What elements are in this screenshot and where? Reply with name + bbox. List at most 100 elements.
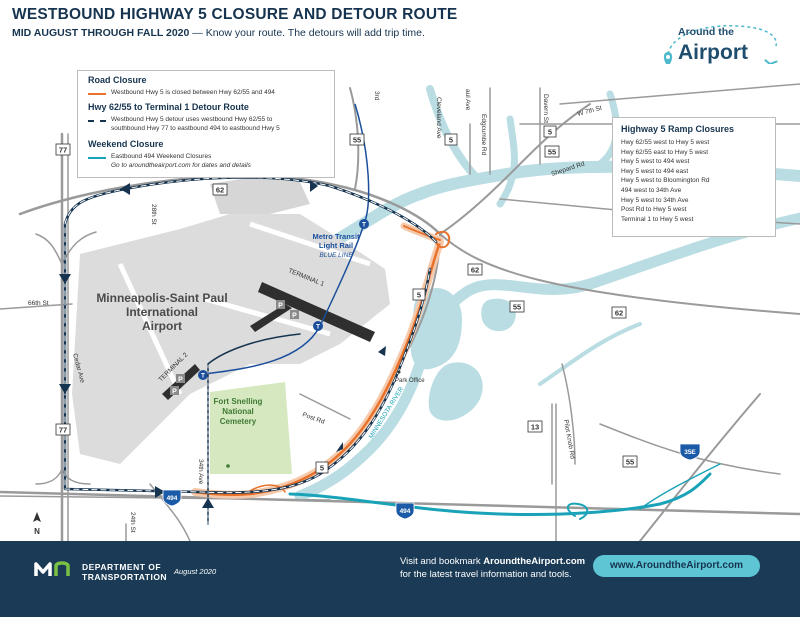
- direction-arrow-icon: [155, 486, 165, 498]
- svg-text:55: 55: [548, 148, 556, 157]
- ramp-closures-heading: Highway 5 Ramp Closures: [621, 124, 735, 134]
- hwy-77-shield: 77: [55, 143, 71, 156]
- list-item: Hwy 62/55 east to Hwy 5 west: [621, 148, 709, 156]
- svg-text:P: P: [278, 303, 283, 310]
- svg-text:55: 55: [353, 136, 361, 145]
- hwy-62-shield: 62: [212, 183, 228, 196]
- i-494-shield: 494: [162, 489, 182, 507]
- weekend-closure-494: [288, 463, 721, 520]
- cemetery-label: National: [222, 407, 254, 416]
- hwy-77-shield: 77: [55, 423, 71, 436]
- svg-text:T: T: [316, 324, 320, 331]
- hwy-55-shield: 55: [544, 145, 560, 158]
- logo-line1: Around the: [678, 26, 734, 38]
- svg-text:5: 5: [417, 291, 421, 300]
- light-rail-label: Light Rail: [319, 241, 353, 250]
- legend-road-closure-text: Westbound Hwy 5 is closed between Hwy 62…: [111, 89, 275, 96]
- ramp-closures-list: Hwy 62/55 west to Hwy 5 west Hwy 62/55 e…: [621, 138, 710, 224]
- direction-arrow-icon: [336, 442, 343, 452]
- svg-text:62: 62: [615, 309, 623, 318]
- svg-text:5: 5: [548, 128, 552, 137]
- park-office-marker: [397, 370, 401, 374]
- direction-arrow-icon: [120, 183, 130, 195]
- terminal-1-building: P P: [250, 282, 375, 342]
- 34th-ave-label: 34th Ave: [197, 459, 204, 485]
- cemetery-label: Cemetery: [220, 417, 257, 426]
- visit-site: AroundtheAirport.com: [483, 556, 586, 567]
- publish-date: August 2020: [174, 567, 217, 576]
- legend-weekend-heading: Weekend Closure: [88, 139, 164, 149]
- ramp-closures-box: Highway 5 Ramp Closures Hwy 62/55 west t…: [612, 117, 776, 237]
- website-button[interactable]: www.AroundtheAirport.com: [593, 555, 760, 577]
- hwy-13-shield: 13: [527, 420, 543, 433]
- legend-detour-heading: Hwy 62/55 to Terminal 1 Detour Route: [88, 102, 249, 112]
- davern-st-label: Davern St: [542, 94, 549, 123]
- airport-label: Airport: [142, 319, 182, 333]
- road-closure-swatch: [88, 93, 106, 95]
- airport-grounds: [72, 176, 390, 464]
- north-arrow-icon: N: [33, 512, 41, 536]
- street-fragment-label: aul Ave: [464, 89, 471, 111]
- airport-label: Minneapolis-Saint Paul: [96, 291, 227, 305]
- subtitle-dates: MID AUGUST THROUGH FALL 2020: [12, 27, 190, 39]
- list-item: Hwy 5 west to 494 east: [621, 167, 689, 175]
- svg-text:5: 5: [320, 464, 324, 473]
- i-35e-shield: 35E: [679, 443, 701, 461]
- legend-detour-text: southbound Hwy 77 to eastbound 494 to ea…: [111, 125, 280, 132]
- svg-text:77: 77: [59, 146, 67, 155]
- hwy-55-shield: 55: [349, 133, 365, 146]
- direction-arrows: [59, 180, 386, 508]
- svg-text:P: P: [178, 377, 183, 384]
- svg-text:5: 5: [449, 136, 453, 145]
- legend-weekend-note: Go to aroundtheairport.com for dates and…: [111, 162, 251, 169]
- hwy-5-shield: 5: [543, 125, 557, 138]
- 66th-st-label: 66th St: [28, 300, 49, 307]
- parking-icon: [176, 374, 185, 383]
- direction-arrow-icon: [59, 274, 71, 284]
- svg-text:77: 77: [59, 426, 67, 435]
- dept-line1: DEPARTMENT OF: [82, 562, 162, 572]
- hwy-5-shield: 5: [412, 288, 426, 301]
- svg-text:62: 62: [216, 186, 224, 195]
- list-item: 494 west to 34th Ave: [621, 186, 682, 194]
- around-the-airport-logo: Around the Airport: [660, 22, 785, 77]
- list-item: Hwy 62/55 west to Hwy 5 west: [621, 139, 710, 146]
- svg-text:55: 55: [626, 458, 634, 467]
- visit-line2: for the latest travel information and to…: [400, 569, 572, 580]
- list-item: Post Rd to Hwy 5 west: [621, 206, 687, 214]
- svg-text:494: 494: [400, 508, 411, 515]
- detour-route: [63, 176, 438, 525]
- visit-pre: Visit and bookmark: [400, 556, 484, 567]
- page-title: WESTBOUND HIGHWAY 5 CLOSURE AND DETOUR R…: [12, 6, 458, 23]
- visit-text: Visit and bookmark AroundtheAirport.com …: [400, 555, 585, 581]
- parking-icon: [170, 386, 179, 395]
- cemetery-label: Fort Snelling: [214, 397, 263, 406]
- park-office-label: Park Office: [395, 378, 425, 384]
- fort-snelling-cemetery: [210, 382, 292, 474]
- mndot-name: DEPARTMENT OF TRANSPORTATION: [82, 562, 167, 582]
- hwy-5-shield: 5: [444, 133, 458, 146]
- i-494-shield: 494: [395, 502, 415, 520]
- list-item: Hwy 5 west to Bloomington Rd: [621, 177, 710, 185]
- direction-arrow-icon: [378, 346, 386, 356]
- airport-label: International: [126, 305, 198, 319]
- parking-icon: [290, 310, 299, 319]
- legend-detour-text: Westbound Hwy 5 detour uses westbound Hw…: [111, 116, 273, 123]
- parking-icon: [276, 300, 285, 309]
- 24th-st-label: 24th St: [129, 512, 136, 533]
- page-subtitle: MID AUGUST THROUGH FALL 2020 — Know your…: [12, 27, 425, 39]
- svg-text:35E: 35E: [684, 449, 696, 456]
- svg-text:T: T: [362, 222, 366, 229]
- logo-line2: Airport: [678, 41, 748, 64]
- svg-text:55: 55: [513, 303, 521, 312]
- list-item: Hwy 5 west to 494 west: [621, 158, 690, 166]
- map-legend: Road Closure Westbound Hwy 5 is closed b…: [77, 70, 335, 178]
- direction-arrow-icon: [59, 384, 71, 394]
- direction-arrow-icon: [310, 180, 318, 192]
- svg-text:62: 62: [471, 266, 479, 275]
- north-label: N: [34, 527, 40, 536]
- blue-line-label: BLUE LINE: [319, 252, 353, 259]
- hwy-55-shield: 55: [509, 300, 525, 313]
- svg-text:P: P: [172, 389, 177, 396]
- svg-text:13: 13: [531, 423, 539, 432]
